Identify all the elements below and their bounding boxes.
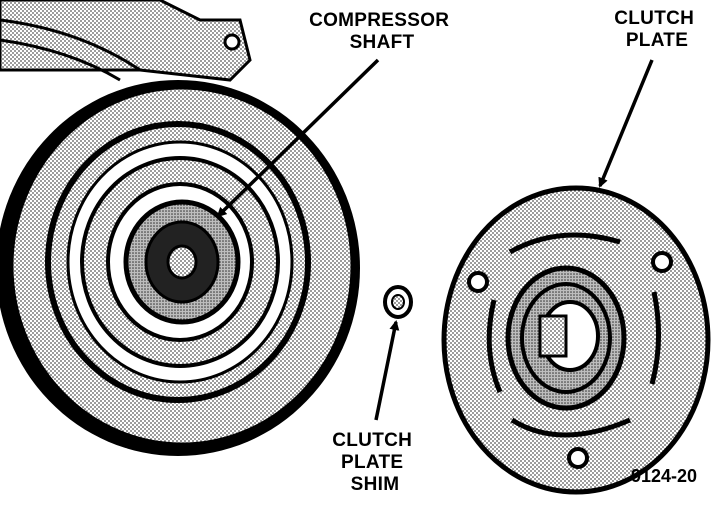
label-clutch-plate-line-1: CLUTCH [614, 8, 694, 29]
clutch-plate-splines [538, 314, 568, 358]
clutch-plate-slot-bottom [510, 417, 631, 438]
figure-number: 9124-20 [631, 466, 697, 486]
label-clutch-plate-shim-line-2: PLATE [341, 452, 403, 473]
compressor-shaft [166, 244, 198, 280]
compressor-body [0, 0, 252, 82]
label-compressor-shaft-line-2: SHAFT [350, 32, 415, 53]
clutch-plate [441, 185, 711, 495]
leader-clutch-plate-shim [374, 320, 400, 421]
label-clutch-plate: CLUTCH PLATE [614, 8, 700, 51]
mounting-bolt-hole [223, 33, 241, 51]
compressor-assembly [0, 0, 360, 456]
label-clutch-plate-shim-line-1: CLUTCH [332, 430, 412, 451]
label-compressor-shaft: COMPRESSOR SHAFT [309, 10, 455, 53]
label-compressor-shaft-line-1: COMPRESSOR [309, 10, 449, 31]
clutch-plate-shim [383, 285, 413, 319]
clutch-plate-slot-top [508, 232, 621, 255]
leader-compressor-shaft [216, 58, 380, 218]
clutch-plate-slot-left [486, 299, 503, 393]
label-clutch-plate-shim: CLUTCH PLATE SHIM [332, 430, 418, 495]
compressor-belt [0, 18, 141, 82]
clutch-plate-rivet-1 [467, 271, 489, 293]
clutch-plate-slot-right [649, 291, 661, 385]
clutch-plate-rivet-2 [651, 251, 673, 273]
clutch-plate-hub-ring [520, 282, 612, 394]
label-clutch-plate-shim-line-3: SHIM [351, 474, 400, 495]
pulley-ring-1 [45, 121, 311, 403]
label-clutch-plate-line-2: PLATE [626, 30, 688, 51]
clutch-plate-rivet-3 [567, 447, 589, 469]
leader-clutch-plate [598, 59, 654, 188]
